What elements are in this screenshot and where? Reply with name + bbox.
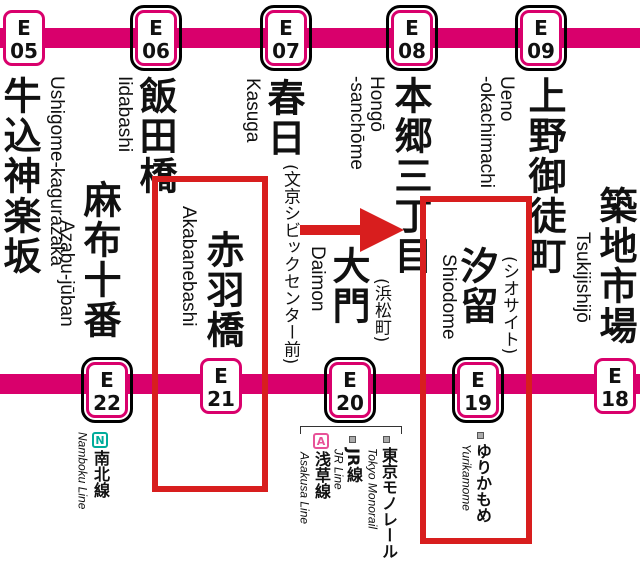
- station-number: 20: [336, 391, 364, 415]
- highlight-box-shiodome: [420, 196, 532, 544]
- station-badge-e05[interactable]: E 05: [3, 10, 45, 66]
- station-number: 22: [93, 391, 121, 415]
- yurikamome-marker-icon: [477, 432, 484, 439]
- monorail-marker-icon: [383, 436, 390, 443]
- station-romaji-e18: Tsukijishijō: [571, 232, 593, 323]
- asakusa-line-logo: A: [313, 433, 329, 449]
- station-number: 08: [398, 39, 426, 63]
- station-name-e18: 築地市場: [593, 186, 637, 346]
- station-romaji-e22: Azabu-jūban: [55, 220, 77, 327]
- line-letter: E: [405, 16, 419, 40]
- station-number: 18: [601, 387, 629, 411]
- station-badge-e22[interactable]: E 22: [81, 357, 133, 423]
- jr-line-marker-icon: [349, 436, 356, 443]
- line-letter: E: [214, 364, 228, 388]
- station-name-e19: 汐留: [454, 246, 498, 326]
- transfer-asakusa-name: 浅草線: [312, 451, 331, 499]
- transfer-yurikamome-romaji: Yurikamome: [459, 444, 474, 511]
- station-name-e07: 春日: [261, 78, 305, 158]
- station-badge-e20[interactable]: E 20: [324, 357, 376, 423]
- station-subtitle-e20: (浜松町): [371, 278, 391, 343]
- namboku-line-logo: N: [92, 432, 108, 448]
- transfer-bracket: [300, 426, 402, 434]
- station-number: 19: [464, 391, 492, 415]
- transfer-yurikamome-name: ゆりかもめ: [473, 443, 492, 523]
- transfer-monorail-name: 東京モノレール: [379, 447, 398, 559]
- line-letter: E: [17, 16, 31, 40]
- station-number: 09: [527, 39, 555, 63]
- station-badge-e19[interactable]: E 19: [452, 357, 504, 423]
- station-badge-e09[interactable]: E 09: [515, 5, 567, 71]
- line-letter: E: [149, 16, 163, 40]
- station-number: 06: [142, 39, 170, 63]
- transfer-jr-romaji: JR Line: [331, 449, 346, 490]
- station-badge-e21[interactable]: E 21: [200, 358, 242, 414]
- station-number: 07: [272, 39, 300, 63]
- station-name-e05: 牛込神楽坂: [0, 76, 41, 276]
- station-romaji-e09: Ueno -okachimachi: [475, 76, 517, 188]
- station-name-e22: 麻布十番: [77, 180, 121, 340]
- station-badge-e18[interactable]: E 18: [594, 358, 636, 414]
- line-letter: E: [471, 368, 485, 392]
- line-letter: E: [608, 364, 622, 388]
- line-letter: E: [279, 16, 293, 40]
- station-romaji-e08: Hongō -sanchōme: [345, 76, 387, 170]
- station-romaji-e21: Akabanebashi: [177, 206, 199, 327]
- arrow-right-icon: [300, 208, 404, 252]
- station-badge-e08[interactable]: E 08: [386, 5, 438, 71]
- transfer-asakusa-romaji: Asakusa Line: [297, 452, 312, 525]
- transfer-namboku-romaji: Namboku Line: [75, 432, 90, 510]
- station-romaji-e19: Shiodome: [437, 254, 459, 340]
- transfer-jr-name: JR線: [344, 448, 363, 483]
- station-subtitle-e07: (文京シビックセンター前): [280, 164, 300, 365]
- station-number: 05: [10, 39, 38, 63]
- station-name-e20: 大門: [326, 246, 370, 326]
- station-badge-e06[interactable]: E 06: [130, 5, 182, 71]
- station-badge-e07[interactable]: E 07: [260, 5, 312, 71]
- station-number: 21: [207, 387, 235, 411]
- transfer-monorail-romaji: Tokyo Monorail: [365, 448, 380, 529]
- station-name-e21: 赤羽橋: [200, 230, 244, 350]
- transfer-namboku-name: 南北線: [91, 450, 110, 498]
- line-letter: E: [343, 368, 357, 392]
- station-romaji-e05: Ushigome-kagurazaka: [45, 76, 67, 267]
- station-romaji-e07: Kasuga: [241, 78, 263, 143]
- station-romaji-e06: Iidabashi: [113, 76, 135, 153]
- station-romaji-e20: Daimon: [306, 246, 328, 312]
- station-subtitle-e19: (シオサイト): [499, 256, 519, 355]
- line-letter: E: [100, 368, 114, 392]
- highlight-box-akabanebashi: [152, 176, 268, 492]
- line-letter: E: [534, 16, 548, 40]
